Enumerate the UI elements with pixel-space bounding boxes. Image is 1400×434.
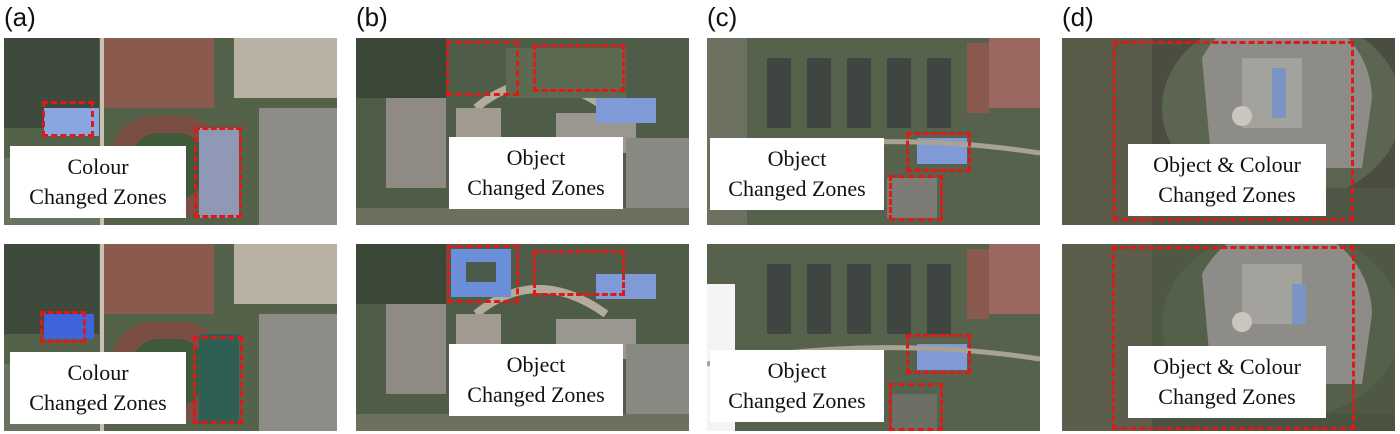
satellite-image-b-after	[356, 244, 689, 431]
caption-line: Changed Zones	[29, 390, 167, 415]
zone-caption: Colour Changed Zones	[10, 352, 186, 424]
changed-zone	[447, 245, 519, 303]
changed-zone	[1112, 246, 1355, 430]
zone-caption: Object & Colour Changed Zones	[1128, 144, 1326, 216]
caption-line: Object	[506, 145, 566, 170]
caption-line: Object	[506, 352, 566, 377]
panel-label-c: (c)	[707, 2, 738, 32]
changed-zone	[194, 127, 242, 218]
caption-line: Object & Colour	[1153, 354, 1301, 379]
changed-zone	[446, 41, 519, 96]
changed-zone	[889, 175, 943, 221]
zone-caption: Object & Colour Changed Zones	[1128, 346, 1326, 418]
caption-line: Changed Zones	[728, 176, 866, 201]
caption-line: Object & Colour	[1153, 152, 1301, 177]
panel-label-d: (d)	[1062, 2, 1094, 32]
panel-label-a: (a)	[4, 2, 36, 32]
changed-zone	[906, 132, 971, 172]
satellite-image-a-before	[4, 38, 337, 225]
changed-zone	[906, 334, 971, 374]
caption-line: Changed Zones	[1158, 182, 1296, 207]
satellite-image-b-before	[356, 38, 689, 225]
caption-line: Changed Zones	[467, 175, 605, 200]
caption-line: Changed Zones	[1158, 384, 1296, 409]
caption-line: Changed Zones	[728, 388, 866, 413]
changed-zone	[1113, 41, 1354, 221]
changed-zone	[533, 250, 625, 296]
changed-zone	[193, 336, 243, 424]
zone-caption: Object Changed Zones	[710, 350, 884, 422]
caption-line: Colour	[67, 360, 129, 385]
caption-line: Object	[767, 146, 827, 171]
caption-line: Object	[767, 358, 827, 383]
changed-zone	[40, 311, 86, 343]
zone-caption: Object Changed Zones	[449, 344, 623, 416]
caption-line: Colour	[67, 154, 129, 179]
changed-zone	[42, 101, 94, 137]
changed-zone	[533, 44, 625, 92]
caption-line: Changed Zones	[29, 184, 167, 209]
zone-caption: Colour Changed Zones	[10, 146, 186, 218]
zone-caption: Object Changed Zones	[449, 137, 623, 209]
changed-zone	[889, 383, 943, 431]
caption-line: Changed Zones	[467, 382, 605, 407]
zone-caption: Object Changed Zones	[710, 138, 884, 210]
panel-label-b: (b)	[356, 2, 388, 32]
